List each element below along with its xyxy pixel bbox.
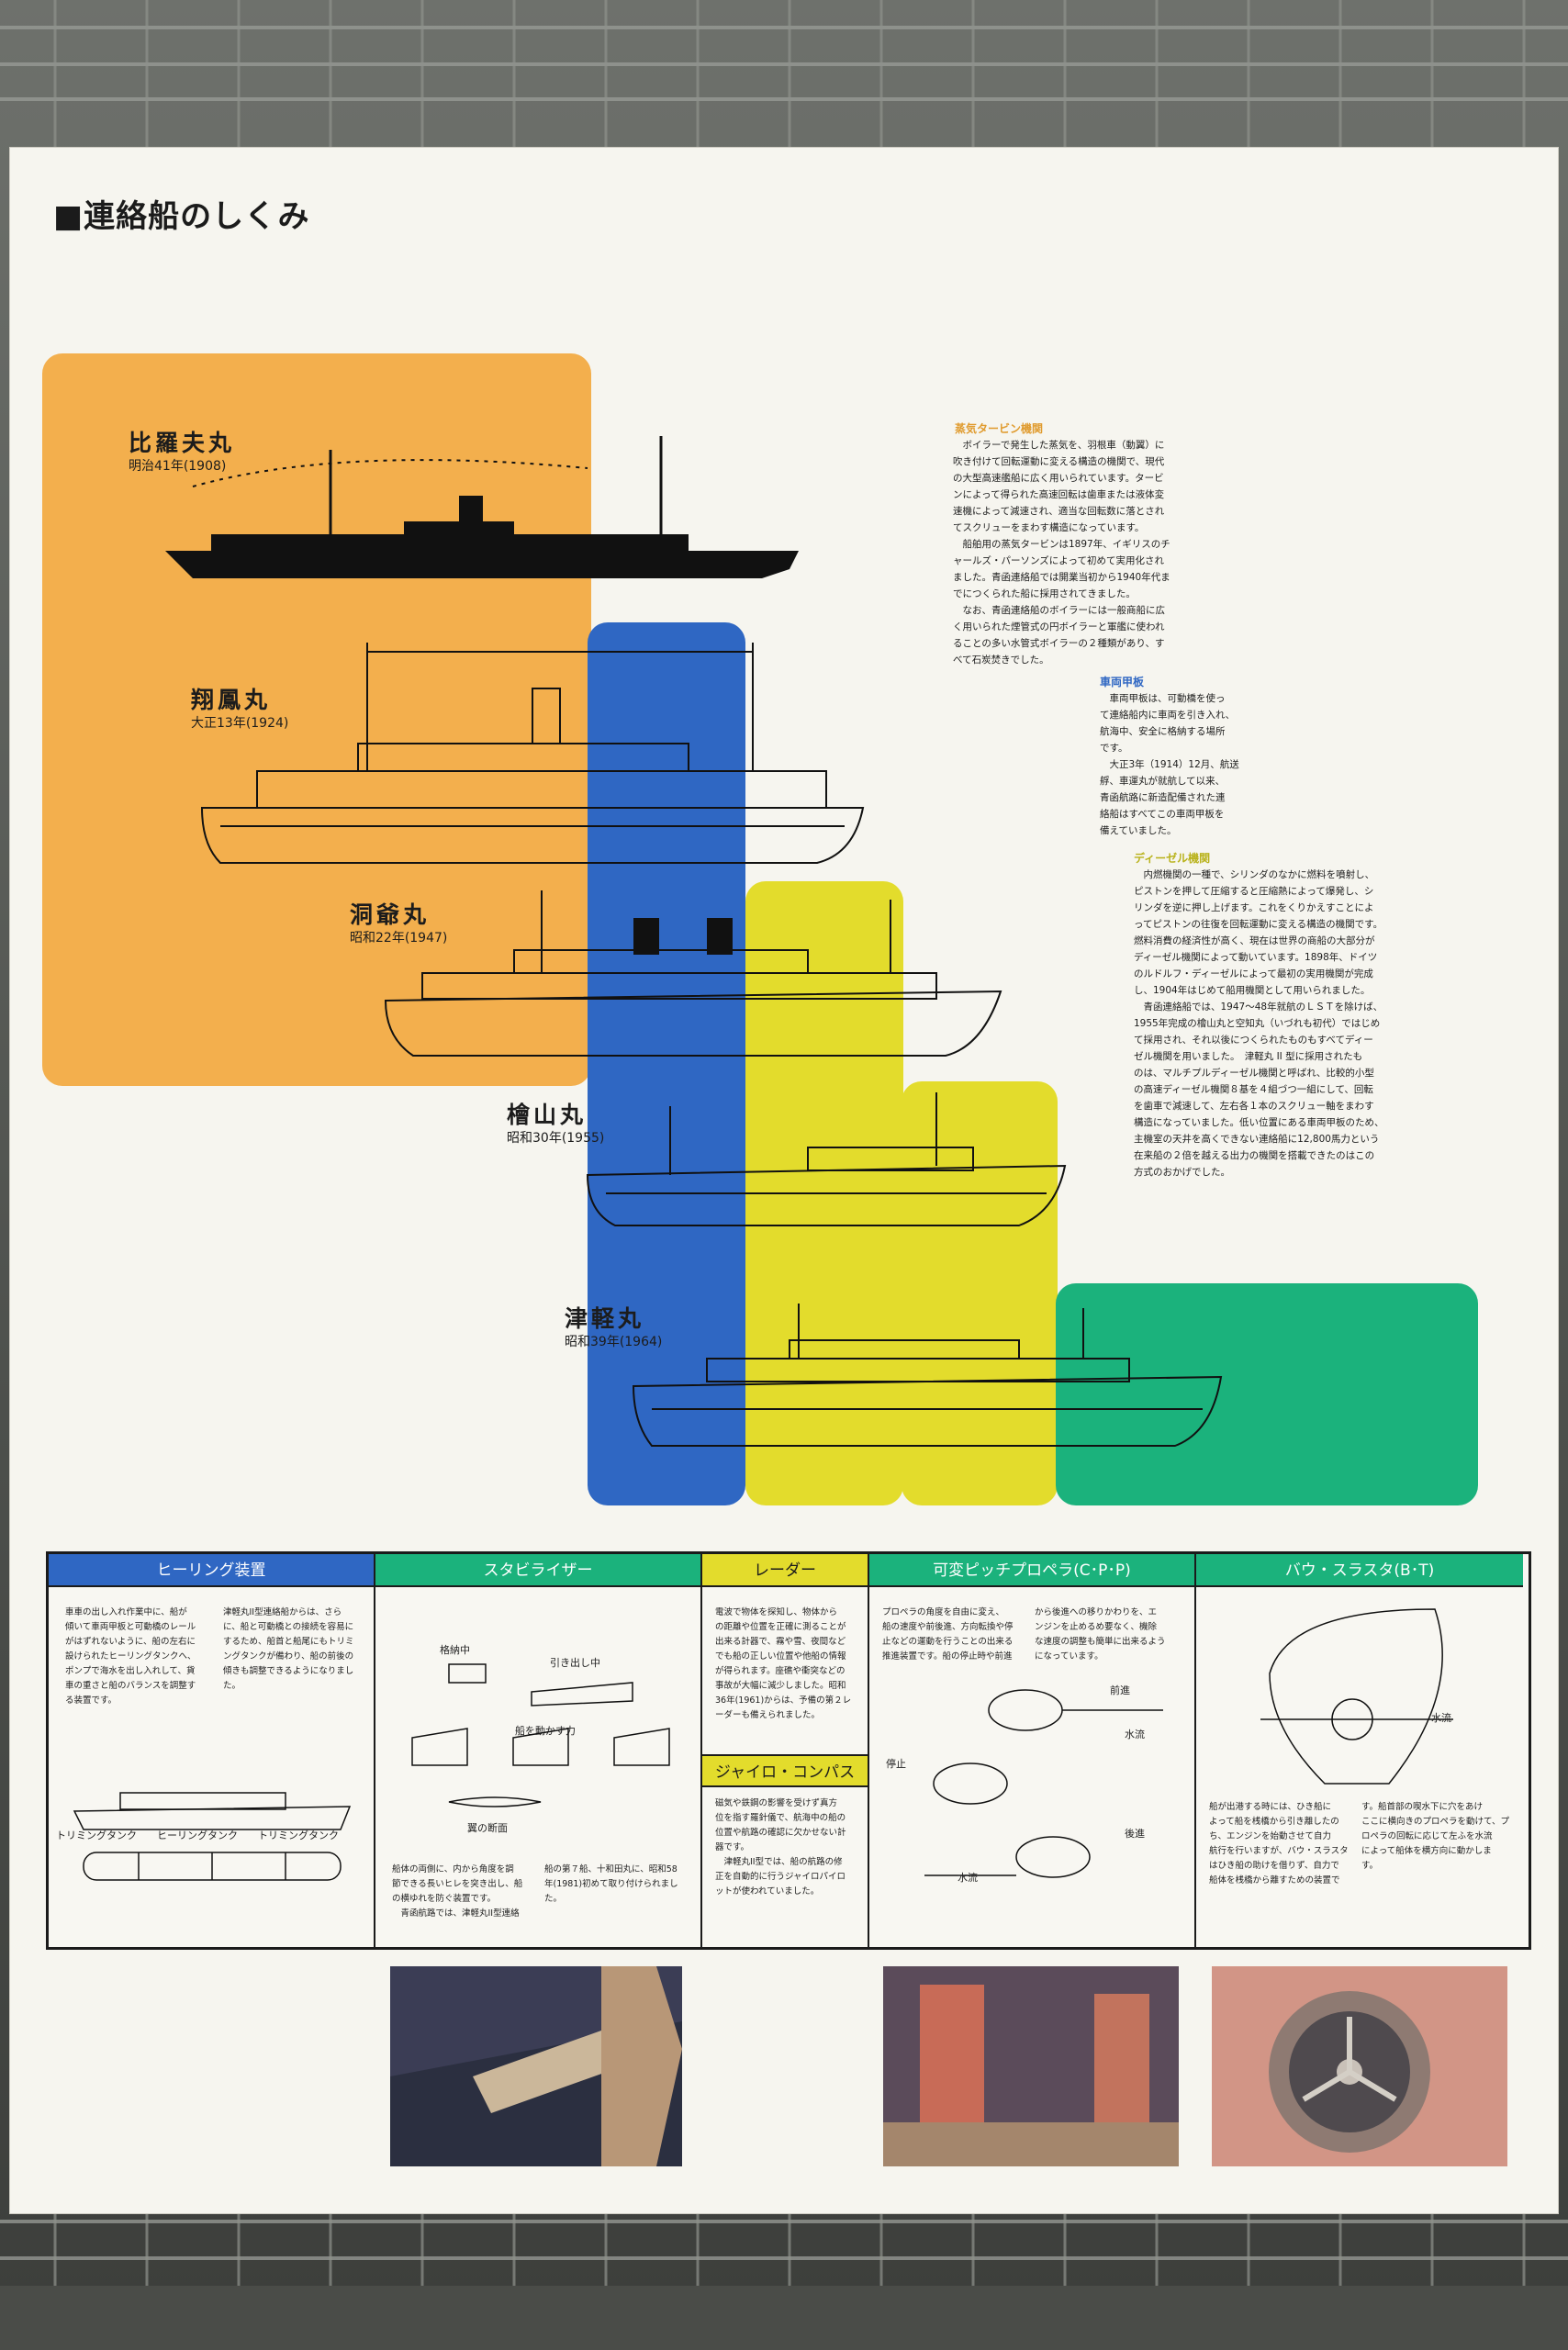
stabilizer-text: 船体の両側に、内から角度を調 節できる長いヒレを突き出し、船 の横ゆれを防ぐ装置… xyxy=(392,1864,523,1919)
table-head-stabilizer: スタビライザー xyxy=(375,1554,700,1587)
table-head-cpp: 可変ピッチプロペラ(C･P･P) xyxy=(869,1554,1194,1587)
heeling-label-trim-fore: トリミングタンク xyxy=(56,1830,137,1841)
table-col-radar: レーダー 電波で物体を探知し、物体から の距離や位置を正確に測ることが 出来る計… xyxy=(702,1554,869,1947)
photo-stabilizer xyxy=(390,1966,682,2166)
cpp-text-2: から後進への移りかわりを、エ ンジンを止めるめ要なく、機除 な速度の調整も簡単に… xyxy=(1035,1607,1166,1662)
ship-name-tsugaru: 津軽丸 xyxy=(565,1305,645,1332)
photo-cpp xyxy=(883,1966,1179,2166)
era-block-orange xyxy=(42,353,591,1086)
ship-name-toya: 洞爺丸 xyxy=(350,901,431,928)
cpp-label-stop: 停止 xyxy=(886,1758,906,1770)
section-title-diesel: ディーゼル機関 xyxy=(1134,852,1211,865)
stabilizer-label-extended: 引き出し中 xyxy=(550,1657,600,1669)
ship-name-hiyama: 檜山丸 xyxy=(507,1102,588,1128)
cpp-label-reverse: 後進 xyxy=(1125,1828,1145,1840)
bow-thruster-text-2: す。船首部の喫水下に穴をあけ ここに横向きのプロペラを動けて、プ ロペラの回転に… xyxy=(1361,1802,1510,1871)
table-col-bow-thruster: バウ・スラスタ(B･T) 水流 船が出港する時には、ひき船に よって船を桟橋から… xyxy=(1196,1554,1523,1947)
table-head-radar: レーダー xyxy=(702,1554,868,1587)
section-body-steam-turbine: ボイラーで発生した蒸気を、羽根車（動翼）に 吹き付けて回転運動に変える構造の機関… xyxy=(953,440,1170,666)
section-title-steam-turbine: 蒸気タービン機関 xyxy=(955,422,1044,435)
ship-year-shoho: 大正13年(1924) xyxy=(191,716,289,731)
table-col-stabilizer: スタビライザー 格納中 引き出し中 船を動かす力 翼の断面 船体の両側に、内から… xyxy=(375,1554,702,1947)
ship-drawing-hiyama xyxy=(586,1092,1067,1226)
section-title-vehicle-deck: 車両甲板 xyxy=(1100,676,1145,688)
ship-year-tsugaru: 昭和39年(1964) xyxy=(565,1335,663,1349)
heeling-label-heeling: ヒーリングタンク xyxy=(157,1830,238,1841)
photo-bow-thruster xyxy=(1212,1966,1507,2166)
table-head-gyro: ジャイロ・コンパス xyxy=(702,1754,868,1787)
section-body-diesel: 内燃機関の一種で、シリンダのなかに燃料を噴射し、 ピストンを押して圧縮すると圧縮… xyxy=(1134,869,1384,1178)
stabilizer-diagram xyxy=(411,1663,670,1807)
ship-name-hirafu: 比羅夫丸 xyxy=(129,430,236,456)
cpp-text: プロペラの角度を自由に変え、 船の速度や前後進、方向転換や停 止などの運動を行う… xyxy=(882,1607,1014,1662)
heeling-label-trim-aft: トリミングタンク xyxy=(258,1830,339,1841)
ship-drawing-hirafu xyxy=(165,436,799,578)
bow-thruster-label-flow: 水流 xyxy=(1431,1712,1451,1724)
cpp-label-forward: 前進 xyxy=(1110,1684,1130,1696)
ship-drawing-toya xyxy=(384,890,1002,1057)
cpp-label-flow-2: 水流 xyxy=(958,1872,978,1884)
equipment-table: ヒーリング装置 車車の出し入れ作業中に、船が 傾いて車両甲板と可動橋のレール が… xyxy=(46,1551,1531,1950)
table-col-cpp: 可変ピッチプロペラ(C･P･P) プロペラの角度を自由に変え、 船の速度や前後進… xyxy=(869,1554,1196,1947)
cpp-diagram xyxy=(924,1689,1163,1878)
table-col-heeling: ヒーリング装置 車車の出し入れ作業中に、船が 傾いて車両甲板と可動橋のレール が… xyxy=(49,1554,375,1947)
stabilizer-label-section: 翼の断面 xyxy=(467,1822,508,1834)
heeling-ship-diagram xyxy=(73,1792,352,1881)
ship-drawing-tsugaru xyxy=(632,1304,1223,1447)
stabilizer-label-stowed: 格納中 xyxy=(440,1644,470,1656)
ship-drawing-shoho xyxy=(200,643,865,864)
section-body-vehicle-deck: 車両甲板は、可動橋を使っ て連絡船内に車両を引き入れ、 航海中、安全に格納する場… xyxy=(1100,693,1239,836)
era-block-yellow-2 xyxy=(902,1081,1058,1505)
bow-thruster-diagram xyxy=(1260,1608,1453,1785)
gyro-text: 磁気や鉄鋼の影響を受けず真方 位を指す羅針儀で、航海中の船の 位置や航路の確認に… xyxy=(715,1798,846,1897)
ship-year-hiyama: 昭和30年(1955) xyxy=(507,1131,605,1146)
stabilizer-text-2: 船の第７船、十和田丸に、昭和58 年(1981)初めて取り付けられまし た。 xyxy=(544,1864,678,1904)
heeling-text-2: 津軽丸II型連絡船からは、さら に、船と可動橋との接続を容易に するため、船首と… xyxy=(223,1607,354,1691)
board-title: ■連絡船のしくみ xyxy=(53,198,310,235)
cpp-label-flow-1: 水流 xyxy=(1125,1729,1145,1740)
bow-thruster-text: 船が出港する時には、ひき船に よって船を桟橋から引き離したの ち、エンジンを始動… xyxy=(1209,1802,1349,1886)
ship-year-hirafu: 明治41年(1908) xyxy=(129,459,227,474)
stabilizer-label-force: 船を動かす力 xyxy=(515,1725,576,1737)
ship-year-toya: 昭和22年(1947) xyxy=(350,931,448,946)
ship-name-shoho: 翔鳳丸 xyxy=(191,687,272,713)
era-block-green xyxy=(1056,1283,1478,1505)
heeling-text: 車車の出し入れ作業中に、船が 傾いて車両甲板と可動橋のレール がはずれないように… xyxy=(65,1607,196,1706)
table-head-heeling: ヒーリング装置 xyxy=(49,1554,374,1587)
table-head-bow-thruster: バウ・スラスタ(B･T) xyxy=(1196,1554,1523,1587)
radar-text: 電波で物体を探知し、物体から の距離や位置を正確に測ることが 出来る計器で、霧や… xyxy=(715,1607,852,1720)
